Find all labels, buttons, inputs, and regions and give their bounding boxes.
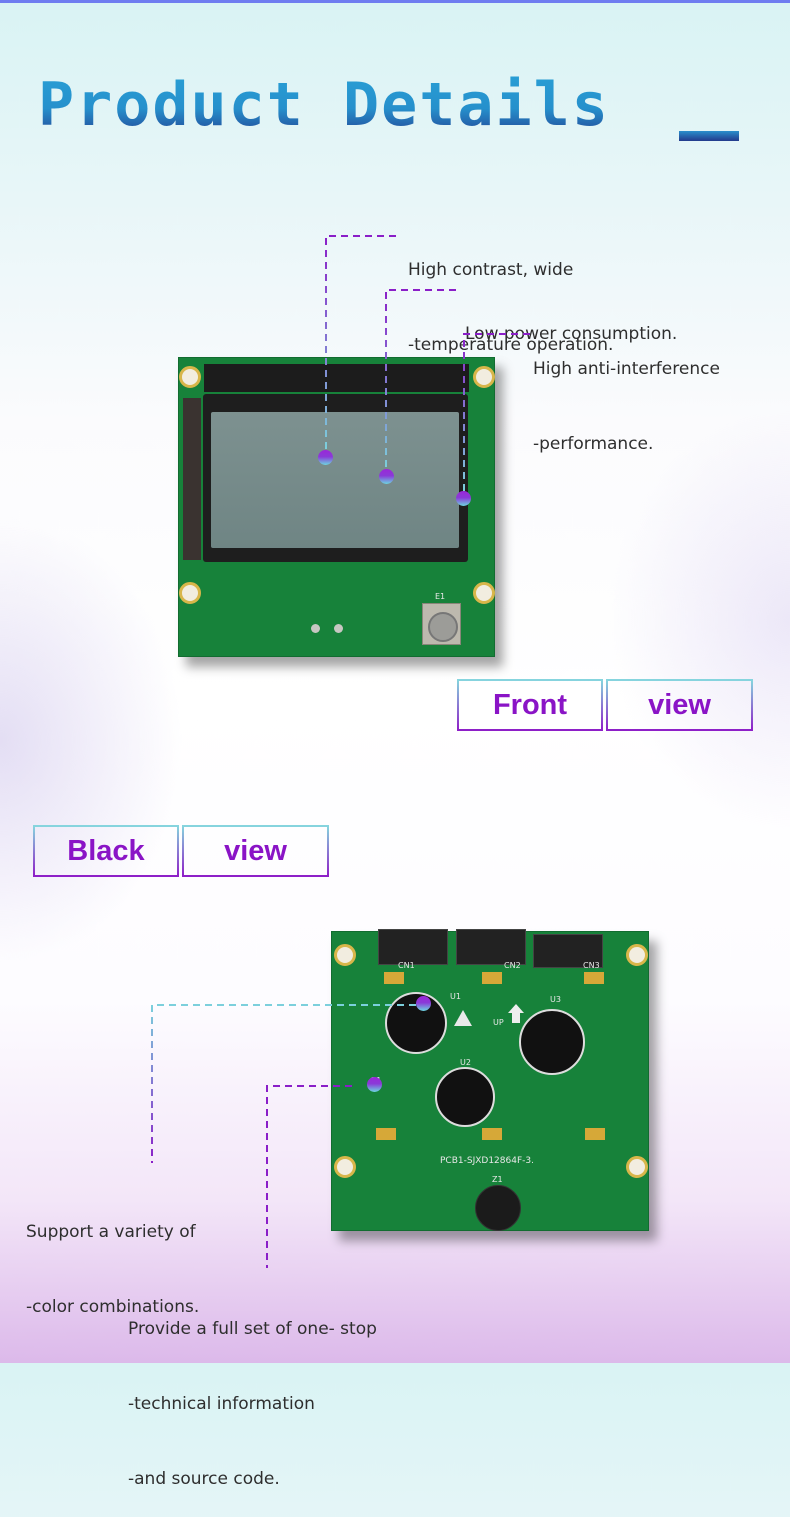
callout-dot	[367, 1077, 382, 1092]
mount-hole	[179, 366, 201, 388]
mount-hole	[626, 1156, 648, 1178]
connector-cn2	[456, 929, 526, 965]
up-label: UP	[493, 1018, 504, 1027]
back-view-word2: view	[182, 825, 329, 877]
pcb-id-label: PCB1-SJXD12864F-3.	[440, 1156, 534, 1166]
callout-dot	[318, 450, 333, 465]
solder-pad	[311, 624, 320, 633]
connector-label: CN3	[583, 961, 600, 970]
mount-hole	[179, 582, 201, 604]
esd-warning-icon	[454, 1010, 472, 1026]
back-view-label: Black view	[33, 825, 329, 877]
lcd-screen	[211, 412, 459, 548]
buzzer-label: Z1	[492, 1175, 503, 1184]
encoder-label: E1	[435, 592, 446, 601]
buzzer	[475, 1185, 521, 1231]
rotary-encoder[interactable]	[422, 603, 461, 645]
foam-strip	[204, 364, 469, 392]
mount-hole	[334, 1156, 356, 1178]
annotation-line: Support a variety of	[26, 1222, 196, 1242]
mount-hole	[334, 944, 356, 966]
up-arrow-stem	[512, 1013, 520, 1023]
gold-pad	[384, 972, 404, 984]
encoder-knob[interactable]	[428, 612, 458, 642]
annotation-colors: Support a variety of -color combinations…	[26, 1170, 199, 1345]
front-view-label: Front view	[457, 679, 753, 731]
mount-hole	[473, 366, 495, 388]
annotation-interference: High anti-interference -performance.	[533, 307, 720, 482]
page-title: Product Details	[38, 70, 610, 140]
lcd-side-connector	[183, 398, 201, 560]
annotation-line: -and source code.	[128, 1469, 280, 1489]
title-underline-bar	[679, 131, 739, 141]
mount-hole	[473, 582, 495, 604]
chip-label: U3	[550, 995, 561, 1004]
gold-pad	[376, 1128, 396, 1140]
callout-dot	[456, 491, 471, 506]
annotation-line: High anti-interference	[533, 359, 720, 379]
front-board-image: E1	[178, 357, 495, 657]
gold-pad	[584, 972, 604, 984]
chip-label: U1	[450, 992, 461, 1001]
annotation-line: -technical information	[128, 1394, 315, 1414]
annotation-line: Provide a full set of one- stop	[128, 1319, 377, 1339]
gold-pad	[482, 972, 502, 984]
connector-label: CN1	[398, 961, 415, 970]
gold-pad	[482, 1128, 502, 1140]
connector-label: CN2	[504, 961, 521, 970]
callout-dot	[379, 469, 394, 484]
callout-dot	[416, 996, 431, 1011]
annotation-line: -color combinations.	[26, 1297, 200, 1317]
annotation-line: High contrast, wide	[408, 260, 574, 280]
annotation-line: -performance.	[533, 434, 654, 454]
connector-cn1	[378, 929, 448, 965]
chip-label: U2	[460, 1058, 471, 1067]
gold-pad	[585, 1128, 605, 1140]
solder-pad	[334, 624, 343, 633]
front-view-word1: Front	[457, 679, 603, 731]
lcd-frame	[203, 394, 468, 562]
connector-cn3	[533, 934, 603, 968]
annotation-support: Provide a full set of one- stop -technic…	[128, 1267, 377, 1517]
top-accent-bar	[0, 0, 790, 3]
up-arrow-icon	[508, 1004, 524, 1013]
back-view-word1: Black	[33, 825, 179, 877]
chip-u2	[435, 1067, 495, 1127]
chip-u3	[519, 1009, 585, 1075]
mount-hole	[626, 944, 648, 966]
front-view-word2: view	[606, 679, 753, 731]
